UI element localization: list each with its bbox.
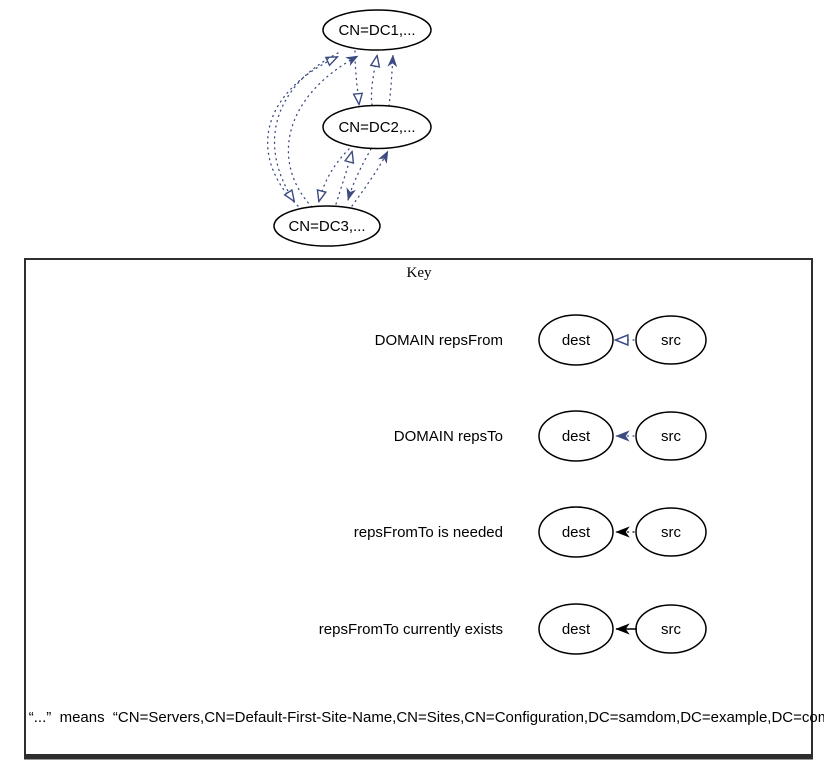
edge-dc3-to-dc1-repsto xyxy=(287,55,359,208)
edge-dc3-to-dc2-repsfrom xyxy=(335,152,352,205)
dest-label: dest xyxy=(562,621,591,638)
dest-ellipse xyxy=(538,603,614,655)
src-ellipse xyxy=(635,315,707,365)
node-dc1-ellipse xyxy=(322,9,432,51)
src-label: src xyxy=(661,524,681,541)
node-dc2-label: CN=DC2,... xyxy=(338,119,415,136)
dest-ellipse xyxy=(538,410,614,462)
dest-ellipse xyxy=(538,506,614,558)
edge-dc3-to-dc1-repsfrom xyxy=(267,57,337,207)
src-label: src xyxy=(661,332,681,349)
edge-dc2-to-dc3-repsfrom xyxy=(319,148,350,201)
node-dc3: CN=DC3,... xyxy=(273,205,381,247)
src-ellipse xyxy=(635,411,707,461)
edge-dc2-to-dc1-repsfrom xyxy=(371,56,377,106)
key-row-repsfrom: DOMAIN repsFrom dest src xyxy=(375,314,707,366)
dest-ellipse xyxy=(538,314,614,366)
key-row-repsto: DOMAIN repsTo dest src xyxy=(394,410,707,462)
key-row-label: repsFromTo currently exists xyxy=(319,621,503,638)
key-row-label: DOMAIN repsFrom xyxy=(375,332,503,349)
node-dc1-label: CN=DC1,... xyxy=(338,22,415,39)
edge-dc2-to-dc1-repsto xyxy=(387,54,398,107)
node-dc2-ellipse xyxy=(322,104,432,150)
src-ellipse xyxy=(635,507,707,557)
node-dc2: CN=DC2,... xyxy=(322,104,432,150)
node-dc3-label: CN=DC3,... xyxy=(288,218,365,235)
key-row-repsfromto-needed: repsFromTo is needed dest src xyxy=(354,506,707,558)
dest-label: dest xyxy=(562,332,591,349)
edge-dc1-to-dc3-repsfrom xyxy=(273,52,339,201)
edge-dc2-to-dc3-repsto xyxy=(346,148,372,201)
key-row-repsfromto-exists: repsFromTo currently exists dest src xyxy=(319,603,707,655)
src-label: src xyxy=(661,621,681,638)
edge-dc1-to-dc2-repsfrom xyxy=(355,50,359,104)
key-row-label: repsFromTo is needed xyxy=(354,524,503,541)
node-dc1: CN=DC1,... xyxy=(322,9,432,51)
replication-graph: CN=DC1,... CN=DC2,... CN=DC3,... xyxy=(267,9,432,247)
dest-label: dest xyxy=(562,428,591,445)
key-row-label: DOMAIN repsTo xyxy=(394,428,503,445)
edge-dc3-to-dc2-repsto xyxy=(351,150,389,207)
src-label: src xyxy=(661,428,681,445)
key-title: Key xyxy=(407,265,432,281)
key-box: Key DOMAIN repsFrom dest src DOMAIN reps… xyxy=(24,258,824,760)
key-footnote: “...” means “CN=Servers,CN=Default-First… xyxy=(29,709,824,726)
dest-label: dest xyxy=(562,524,591,541)
node-dc3-ellipse xyxy=(273,205,381,247)
